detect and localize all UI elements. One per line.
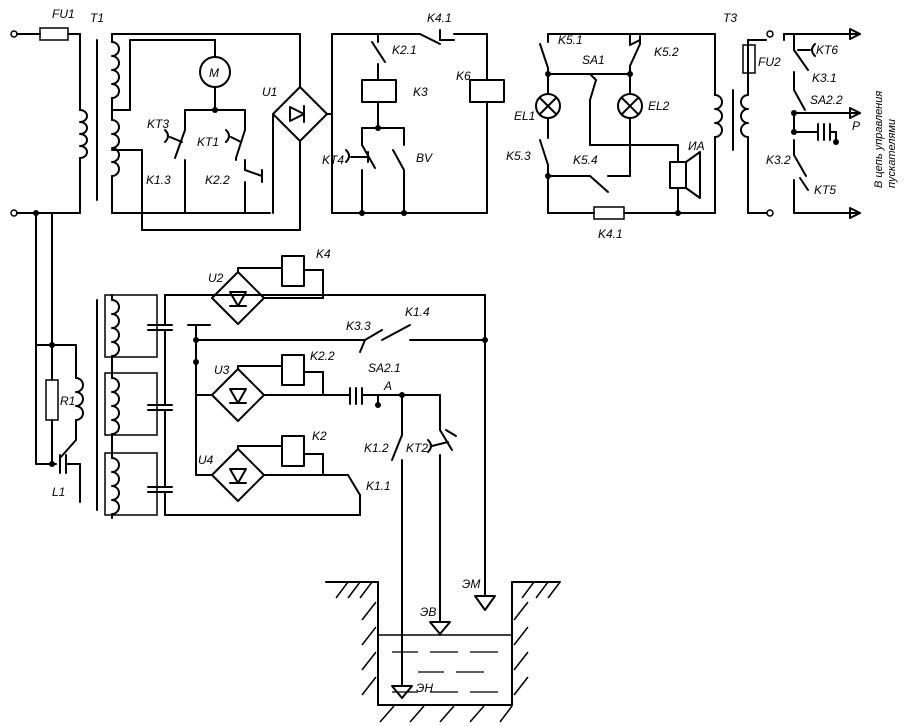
label-fu1: FU1	[52, 7, 75, 21]
rectifier-u3	[195, 354, 457, 699]
label-k5-3: K5.3	[506, 149, 531, 163]
rectifier-u1	[111, 33, 333, 231]
label-k1-3: K1.3	[146, 173, 171, 187]
label-k2-2-top: K2.2	[205, 173, 230, 187]
label-a: A	[383, 379, 392, 393]
label-kt2: KT2	[406, 441, 428, 455]
label-k5-1: K5.1	[558, 33, 583, 47]
electrode-em-icon	[474, 595, 496, 611]
label-k2-1: K2.1	[392, 43, 417, 57]
motor-branch	[111, 39, 263, 214]
rectifier-u2	[211, 255, 324, 325]
supply-input	[10, 27, 88, 217]
electrode-ev-icon	[429, 621, 451, 635]
transformer-t1	[96, 33, 301, 214]
water-tank	[325, 581, 561, 723]
label-k6: K6	[456, 69, 471, 83]
label-r1: R1	[60, 394, 75, 408]
label-k1-1: K1.1	[366, 479, 391, 493]
side-note-line2: пускателями	[886, 119, 898, 188]
label-el2: EL2	[648, 99, 670, 113]
relay-k4-coil	[281, 255, 305, 287]
label-k1-2: K1.2	[364, 441, 389, 455]
label-k3-2: K3.2	[766, 153, 791, 167]
side-note-line1: В цепь управления	[873, 91, 885, 188]
relay-k6-coil	[469, 79, 505, 103]
label-em: ЭМ	[462, 577, 480, 591]
label-kt6: KT6	[816, 43, 838, 57]
label-p: P	[852, 119, 860, 133]
label-kt1: KT1	[197, 135, 219, 149]
label-kt4: KT4	[322, 153, 344, 167]
label-u1: U1	[262, 85, 277, 99]
label-sa2-2: SA2.2	[810, 93, 843, 107]
label-sa1: SA1	[582, 53, 605, 67]
label-kt5: KT5	[814, 183, 836, 197]
relay-k2-2-coil	[281, 354, 305, 386]
label-sa2-1: SA2.1	[368, 361, 401, 375]
relay-k2-coil	[281, 435, 305, 467]
label-el1: EL1	[514, 109, 535, 123]
relay-k3-coil	[361, 79, 397, 103]
k3-3-k1-4-line	[359, 294, 496, 611]
lamp-section	[535, 33, 749, 220]
label-u4: U4	[198, 453, 214, 467]
label-k3-1: K3.1	[812, 71, 837, 85]
label-k3: K3	[413, 85, 428, 99]
label-fu2: FU2	[758, 55, 781, 69]
lower-transformer	[96, 294, 486, 519]
label-l1: L1	[52, 485, 65, 499]
r1-l1-branch	[35, 212, 84, 503]
rectifier-u4	[195, 434, 361, 516]
label-k4-1-bot: K4.1	[598, 227, 623, 241]
label-k1-4: K1.4	[405, 305, 430, 319]
relay-section-k3-k6	[331, 29, 505, 216]
control-output-section	[742, 28, 861, 219]
label-k5-4: K5.4	[573, 153, 598, 167]
label-ia: ИА	[688, 139, 705, 153]
label-t3: T3	[723, 11, 737, 25]
label-m: M	[209, 66, 219, 80]
label-bv: BV	[416, 151, 433, 165]
label-k2: K2	[312, 429, 327, 443]
label-k5-2: K5.2	[654, 45, 679, 59]
label-u3: U3	[214, 363, 230, 377]
label-k4-1-top: K4.1	[427, 11, 452, 25]
component-labels: FU1 T1 M U1 K4.1 K2.1 K3 K6 KT3 KT1 K1.3…	[52, 7, 898, 695]
label-k2-2-mid: K2.2	[310, 349, 335, 363]
buzzer-ia-icon	[669, 161, 687, 189]
label-kt3: KT3	[147, 117, 169, 131]
label-t1: T1	[90, 11, 104, 25]
label-u2: U2	[208, 271, 224, 285]
label-k4: K4	[316, 247, 331, 261]
label-ev: ЭВ	[420, 605, 436, 619]
label-en: ЭН	[416, 681, 433, 695]
resistor-r1	[45, 379, 59, 421]
label-k3-3: K3.3	[346, 319, 371, 333]
